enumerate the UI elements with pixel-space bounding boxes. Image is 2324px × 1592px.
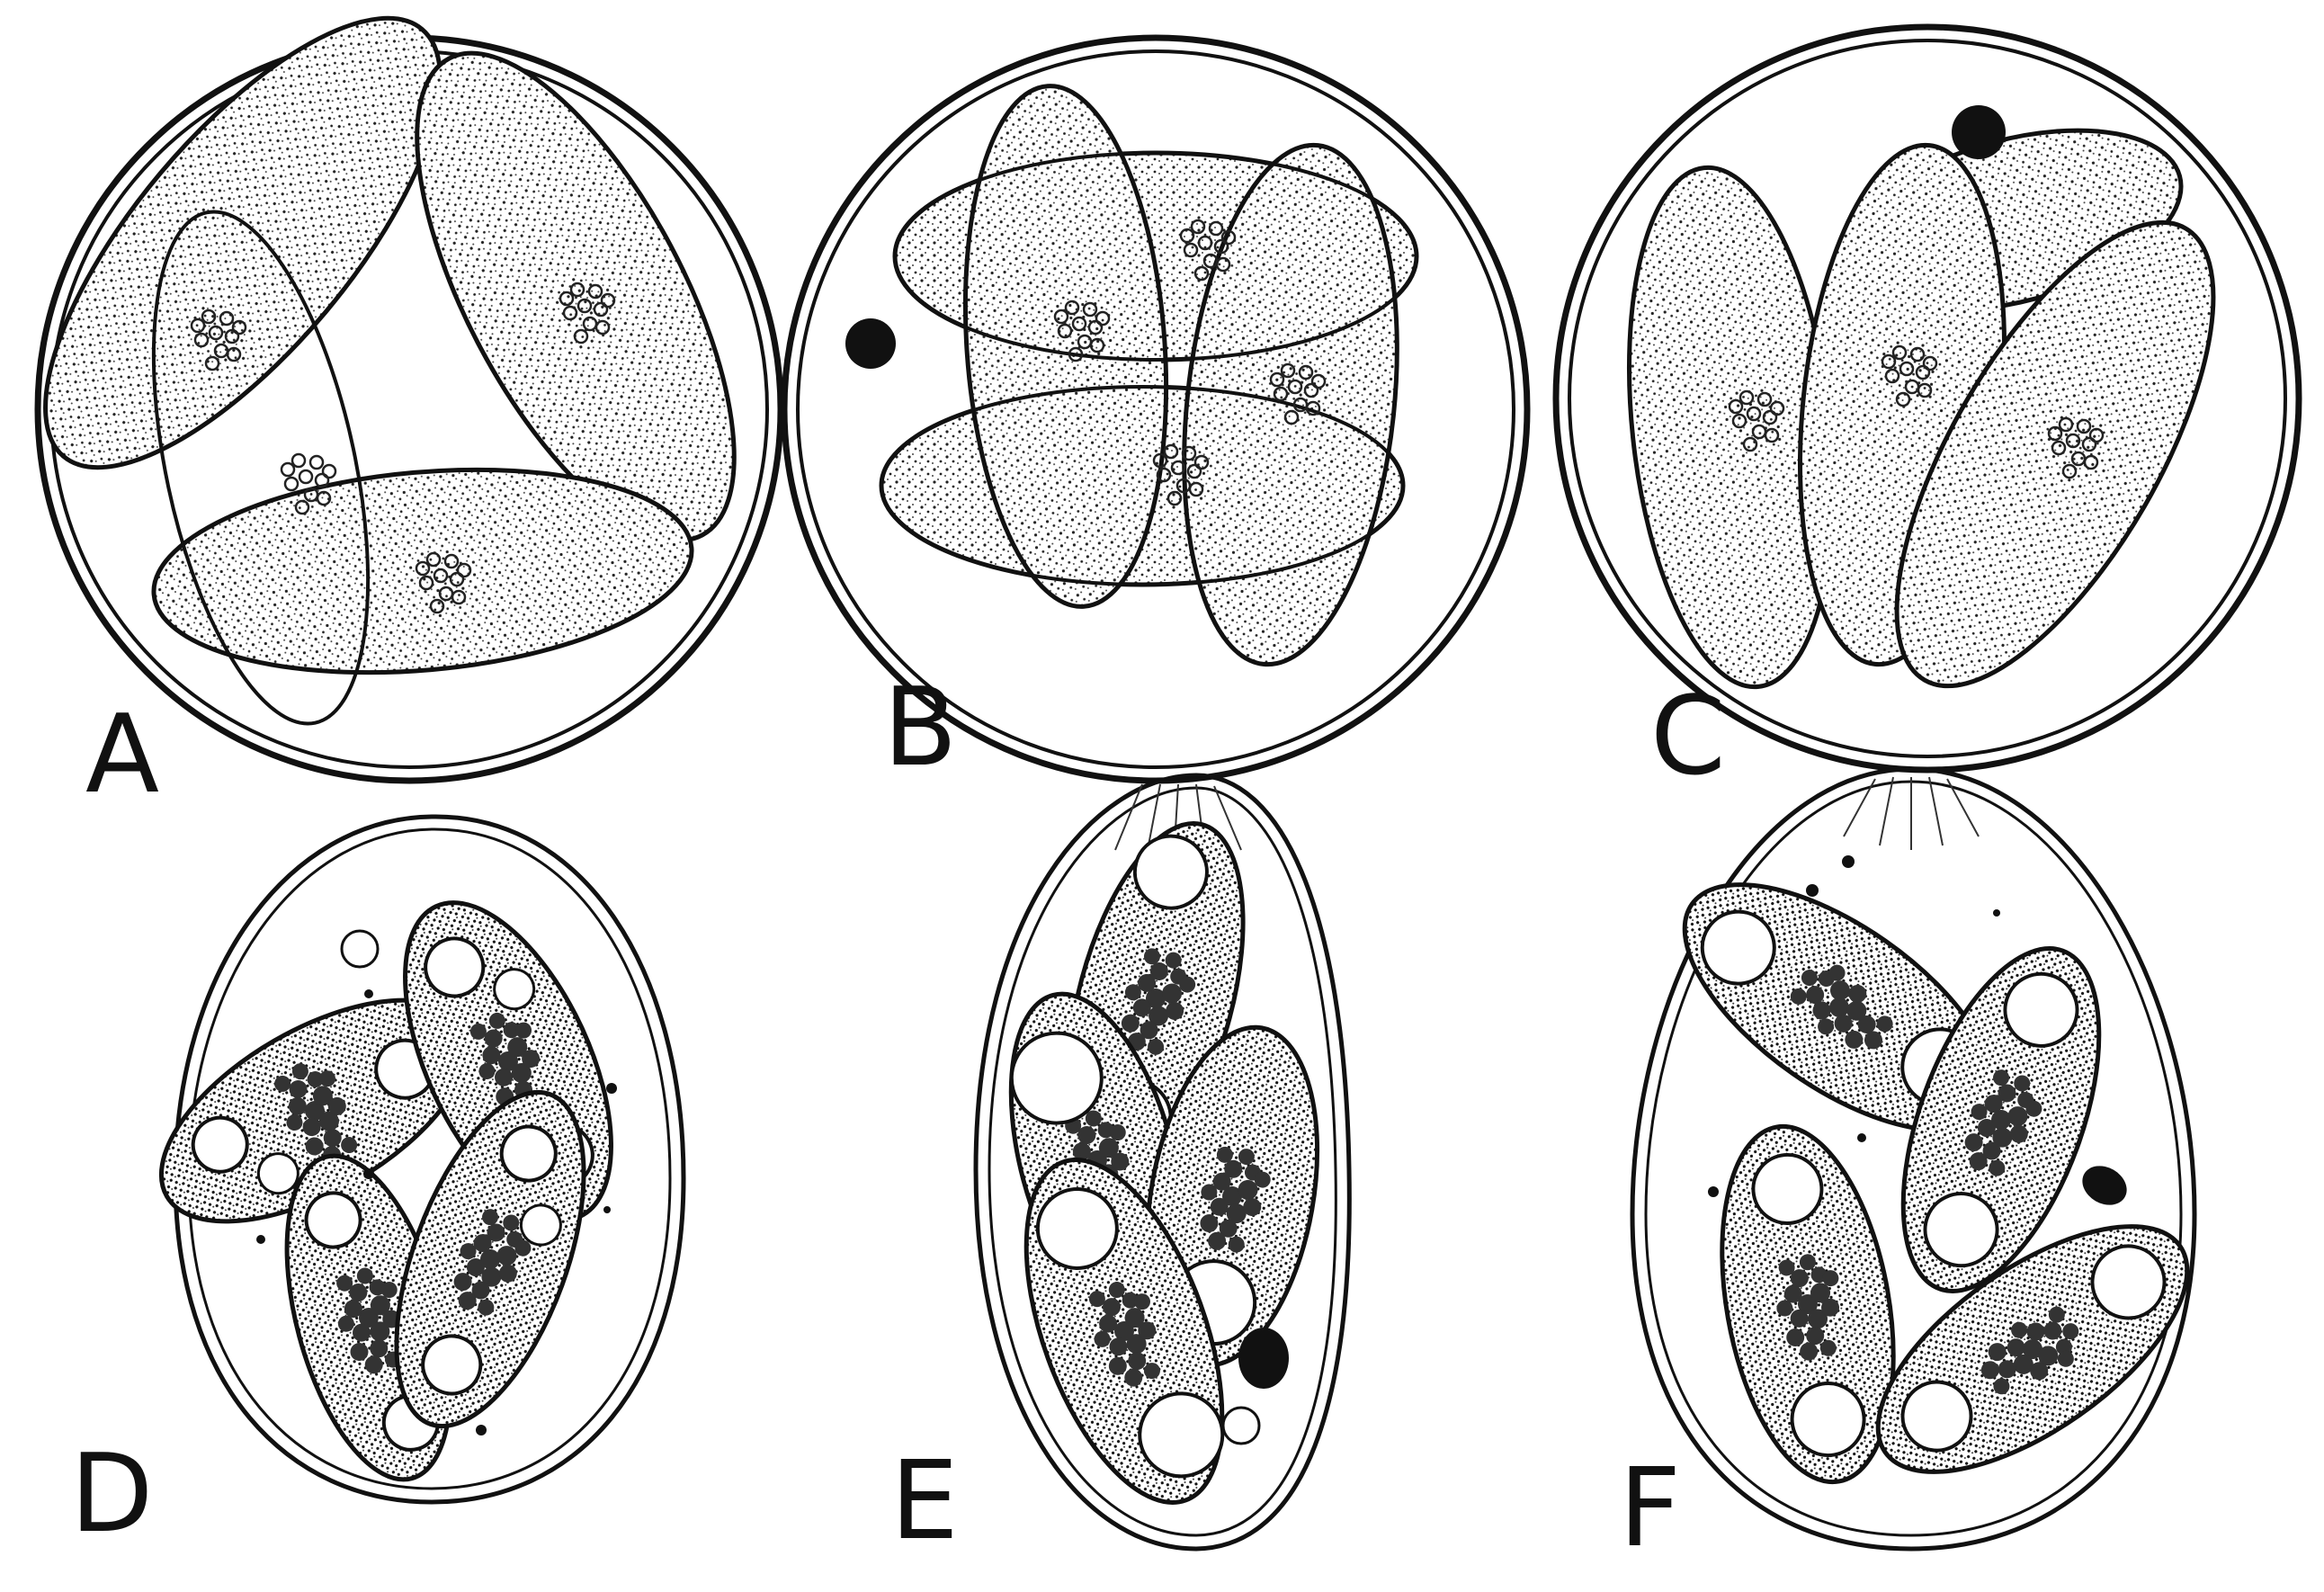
sporocyst-group: [1682, 882, 2190, 1485]
panel-label-d: D: [70, 1432, 153, 1557]
sporocyst-group: [1008, 821, 1320, 1505]
oocyst-wall-outer: [1630, 766, 2197, 1552]
panel-f: F: [1619, 766, 2197, 1571]
panel-label-a: A: [85, 693, 159, 818]
oocyst-wall-inner: [1644, 780, 2183, 1537]
panel-label-c: C: [1650, 675, 1726, 800]
polar-granule: [1952, 105, 2006, 159]
panel-label-b: B: [883, 666, 957, 791]
polar-granule: [1238, 1328, 1289, 1389]
sporocyst-group: [879, 84, 1419, 667]
panel-a: A: [34, 15, 784, 818]
oocyst-wall-inner: [796, 49, 1515, 769]
oocyst-wall-inner: [1568, 39, 2287, 758]
sporocyst-group: [158, 900, 613, 1482]
oocyst-wall-outer: [173, 814, 686, 1505]
micropyle: [1843, 776, 1980, 850]
polar-granule: [845, 318, 896, 369]
polar-granule: [2082, 1166, 2127, 1205]
panel-e: E: [890, 773, 1352, 1564]
panel-label-e: E: [890, 1439, 959, 1564]
sporocyst-group: [43, 15, 737, 726]
panel-b: B: [781, 34, 1531, 791]
oocyst-wall-inner: [187, 827, 672, 1490]
panel-d: D: [70, 814, 686, 1557]
panel-label-f: F: [1619, 1446, 1681, 1571]
sporocyst-group: [1626, 128, 2216, 690]
oocyst-wall-inner: [988, 786, 1337, 1537]
oocyst-wall-outer: [973, 773, 1352, 1552]
panel-c: C: [1552, 23, 2302, 800]
